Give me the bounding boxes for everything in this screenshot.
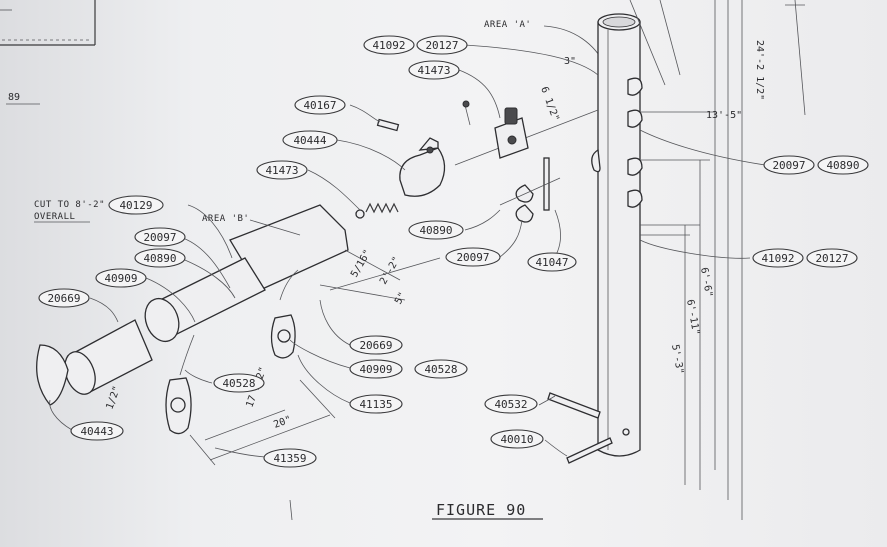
callout-40443: 40443: [70, 421, 124, 441]
callout-40167: 40167: [294, 95, 346, 115]
callout-40890-mid: 40890: [408, 220, 464, 240]
svg-text:41092: 41092: [761, 252, 794, 265]
svg-text:41047: 41047: [535, 256, 568, 269]
callout-40010: 40010: [490, 429, 544, 449]
svg-text:20669: 20669: [47, 292, 80, 305]
dim-20in: 20": [272, 414, 293, 431]
svg-text:20127: 20127: [425, 39, 458, 52]
svg-text:40909: 40909: [104, 272, 137, 285]
upper-bracket-assembly: [355, 100, 599, 219]
callout-40129: 40129: [108, 195, 164, 215]
area-b-label: AREA 'B': [202, 214, 249, 224]
dim-5ft3: 5'-3": [669, 344, 685, 376]
svg-text:40167: 40167: [303, 99, 336, 112]
callout-20097-right: 20097: [763, 155, 815, 175]
svg-text:40528: 40528: [424, 363, 457, 376]
callout-41135: 41135: [349, 394, 403, 414]
dim-6ft6: 6'-6": [698, 267, 714, 299]
svg-text:41092: 41092: [372, 39, 405, 52]
callout-41047: 41047: [527, 252, 577, 272]
tube-assembly: [36, 204, 349, 435]
callout-41092-right: 41092: [752, 248, 804, 268]
callout-40528-mid: 40528: [414, 359, 468, 379]
svg-text:41473: 41473: [265, 164, 298, 177]
area-a-label: AREA 'A': [484, 20, 531, 30]
bottom-pins: [547, 392, 613, 464]
dim-13ft: 13'-5": [706, 110, 742, 121]
callout-41359: 41359: [263, 448, 317, 468]
cut-note-line2: OVERALL: [34, 212, 75, 222]
callout-20127-top: 20127: [416, 35, 468, 55]
callout-40444: 40444: [282, 130, 338, 150]
dim-half-in: 1/2": [104, 385, 123, 411]
svg-text:41473: 41473: [417, 64, 450, 77]
figure-title: FIGURE 90: [436, 501, 526, 519]
tube-dimension-lines: [189, 249, 441, 466]
callout-20669-mid: 20669: [349, 335, 403, 355]
svg-text:40129: 40129: [119, 199, 152, 212]
svg-text:20127: 20127: [815, 252, 848, 265]
svg-text:40909: 40909: [359, 363, 392, 376]
svg-text:40444: 40444: [293, 134, 326, 147]
callout-20097-left: 20097: [134, 227, 186, 247]
callout-40528-left: 40528: [213, 373, 265, 393]
svg-text:41359: 41359: [273, 452, 306, 465]
dim-6-half: 6 1/2": [538, 85, 561, 123]
svg-text:20097: 20097: [143, 231, 176, 244]
dim-2ft2: 2'-2": [378, 255, 403, 287]
callout-40532: 40532: [484, 394, 538, 414]
dim-5in: 5": [393, 291, 409, 307]
svg-text:20097: 20097: [772, 159, 805, 172]
right-dimension-lines: [629, 0, 806, 520]
cut-note-line1: CUT TO 8'-2": [34, 200, 105, 210]
svg-text:40890: 40890: [826, 159, 859, 172]
callout-40909-mid: 40909: [349, 359, 403, 379]
main-pole: [591, 13, 643, 457]
svg-text:20097: 20097: [456, 251, 489, 264]
page-number: 89: [8, 92, 20, 103]
svg-text:40010: 40010: [500, 433, 533, 446]
callout-41092-top: 41092: [363, 35, 415, 55]
flag-plate-parts: [499, 157, 561, 223]
svg-text:20669: 20669: [359, 339, 392, 352]
callout-40909-left: 40909: [95, 268, 147, 288]
callout-40890-right: 40890: [817, 155, 869, 175]
svg-text:40890: 40890: [419, 224, 452, 237]
dim-24ft: 24'-2 1/2": [754, 40, 765, 100]
callout-20127-right: 20127: [806, 248, 858, 268]
svg-text:41135: 41135: [359, 398, 392, 411]
callout-20669-left: 20669: [38, 288, 90, 308]
svg-text:40528: 40528: [222, 377, 255, 390]
dim-6ft11: 6'-11": [684, 299, 701, 336]
svg-text:40532: 40532: [494, 398, 527, 411]
callout-41473-top: 41473: [408, 60, 460, 80]
svg-text:40443: 40443: [80, 425, 113, 438]
callout-40890-left: 40890: [134, 248, 186, 268]
previous-figure-fragment: [0, 0, 96, 46]
callout-41473-mid: 41473: [256, 160, 308, 180]
callout-20097-mid: 20097: [445, 247, 501, 267]
leader-lines: [49, 44, 766, 458]
svg-text:40890: 40890: [143, 252, 176, 265]
